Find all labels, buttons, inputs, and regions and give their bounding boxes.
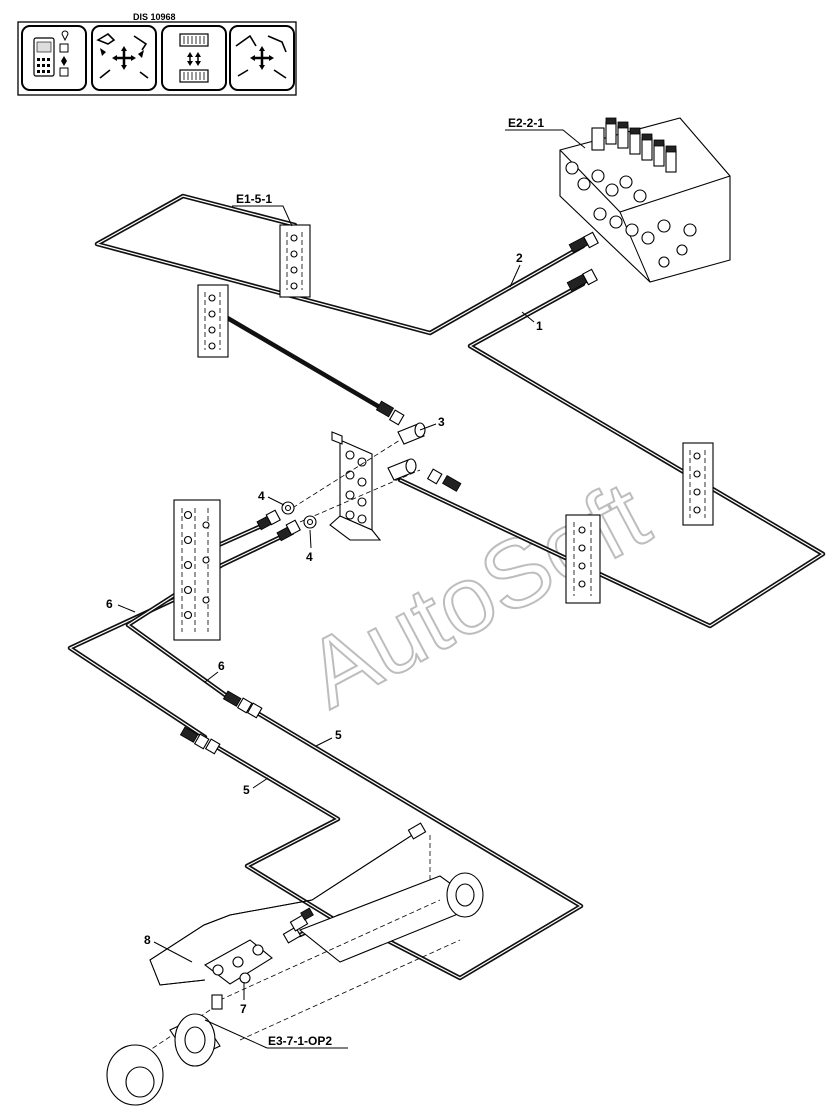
ref-e2-2-1: E2-2-1 [508,116,544,130]
callout-8: 8 [144,933,151,947]
callout-4-upper: 4 [258,489,265,503]
clamp-left-large [173,499,221,641]
valve-spools [591,117,677,173]
clamp-left-upper [197,284,229,358]
remote-control-icon [21,25,87,91]
nut-4 [281,501,317,529]
clamp-right-upper [682,442,714,526]
check-valve-7 [203,939,273,1010]
hose-2 [94,193,586,336]
callout-6-left: 6 [106,597,113,611]
fittings-near-cylinder [282,907,314,944]
ref-e3-7-1-op2: E3-7-1-OP2 [268,1034,332,1048]
hose-clamps [173,224,714,641]
hose-fittings [179,231,599,840]
mounting-plate [281,422,426,541]
clamp-right-lower [565,514,601,604]
hose-5-lower [212,743,366,940]
track-controls-icon [161,25,227,91]
boom-cylinder [106,835,484,1106]
callout-5-upper: 5 [335,728,342,742]
elbow-fitting-3 [387,422,426,481]
dis-code-label: DIS 10968 [133,12,176,22]
valve-ports [565,161,697,268]
hose-5-upper [256,711,584,981]
callout-4-lower: 4 [306,550,313,564]
callout-1: 1 [536,319,543,333]
callout-3: 3 [438,415,445,429]
callouts: E2-2-1 E1-5-1 E3-7-1-OP2 2 1 3 4 4 6 6 5… [106,116,586,1049]
callout-7: 7 [240,1002,247,1016]
callout-5-lower: 5 [243,783,250,797]
header-icon-strip: DIS 10968 [17,12,297,96]
control-valve-block [559,117,731,283]
excavator-controls-icon [91,25,157,91]
cylinder-rod-end [106,1013,221,1106]
clamp-e1-5-1 [279,224,311,298]
boom-controls-icon [229,25,295,91]
hose-bracket-to-elbow [204,303,391,415]
callout-2: 2 [516,251,523,265]
callout-6-right: 6 [218,659,225,673]
ref-e1-5-1: E1-5-1 [236,192,272,206]
